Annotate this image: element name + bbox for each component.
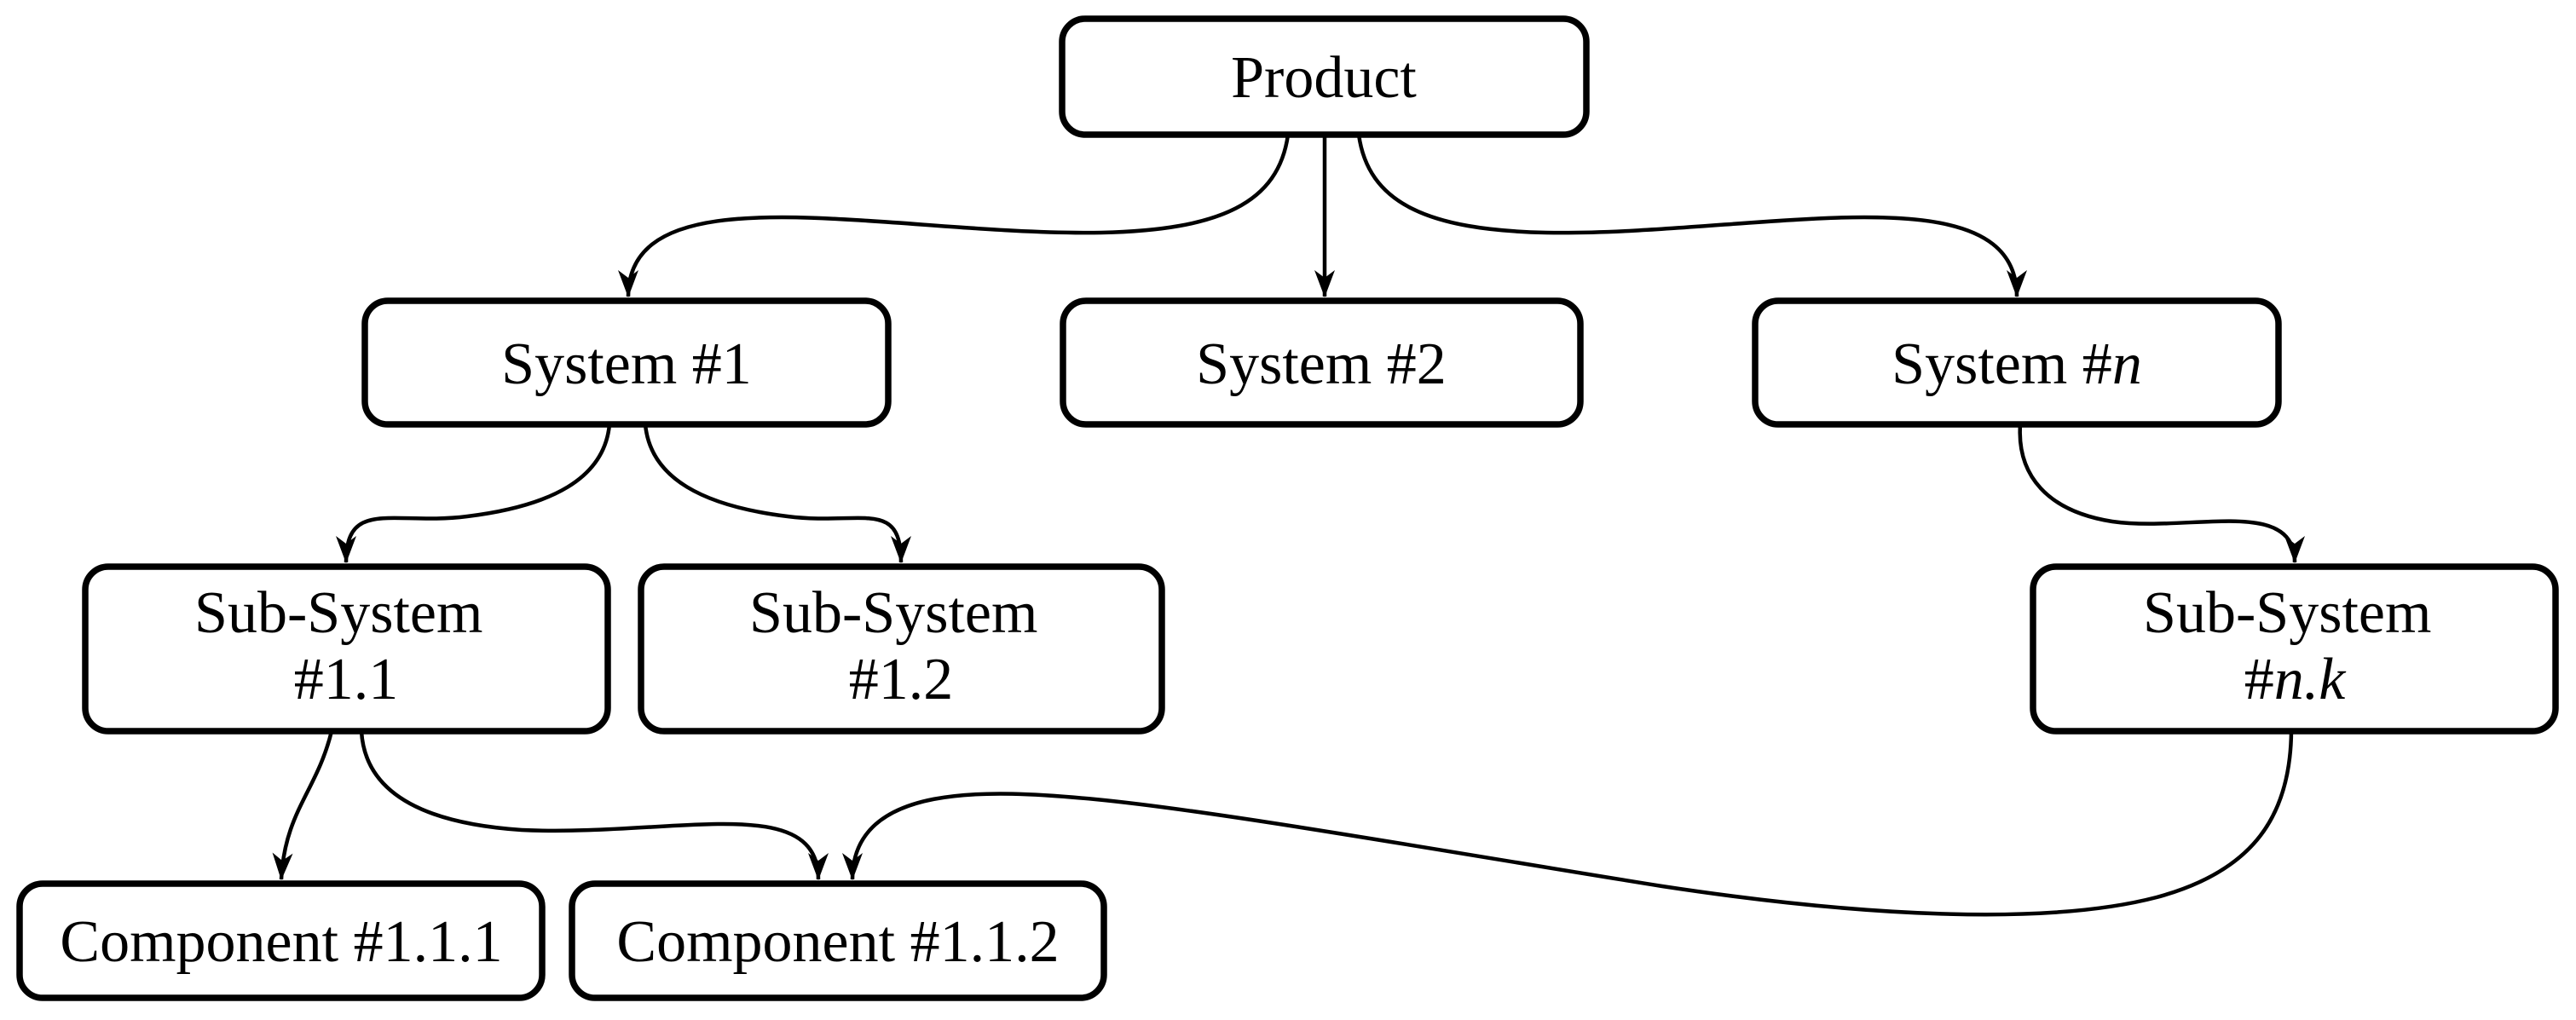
- node-systemN-label: System #n: [1892, 331, 2142, 397]
- node-component112: Component #1.1.2: [569, 880, 1107, 1001]
- node-subsystemNK: Sub-System #n.k: [2030, 563, 2559, 735]
- edge-system1-to-subsystem12: [643, 424, 911, 563]
- node-subsystem11-label: Sub-System #1.1: [194, 580, 498, 712]
- node-component111-box: [16, 880, 546, 1001]
- node-subsystem12: Sub-System #1.2: [638, 563, 1165, 735]
- node-subsystem12-label: Sub-System #1.2: [749, 580, 1053, 712]
- node-subsystemNK-label: Sub-System #n.k: [2143, 580, 2446, 712]
- node-product-box: [1059, 15, 1590, 138]
- edge-system1-to-subsystem11: [336, 424, 612, 563]
- node-system1-label: System #1: [501, 331, 752, 397]
- node-systemN: System #n: [1752, 297, 2282, 428]
- node-system2: System #2: [1060, 297, 1584, 428]
- node-system2-box: [1060, 297, 1584, 428]
- node-component111: Component #1.1.1: [16, 880, 546, 1001]
- node-system2-label: System #2: [1196, 331, 1447, 397]
- node-layer: Product System #1 System #2 System #n Su…: [16, 15, 2559, 1001]
- node-product: Product: [1059, 15, 1590, 138]
- node-subsystem11-box: [82, 563, 611, 735]
- edge-subsystem11-to-component112: [359, 730, 829, 880]
- node-subsystemNK-box: [2030, 563, 2559, 735]
- node-component112-label: Component #1.1.2: [616, 909, 1059, 975]
- node-subsystem12-box: [638, 563, 1165, 735]
- node-subsystem11: Sub-System #1.1: [82, 563, 611, 735]
- node-component112-box: [569, 880, 1107, 1001]
- edge-layer: [272, 134, 2305, 917]
- edge-subsystem11-to-component111: [272, 730, 334, 880]
- edge-systemN-to-subsystemNK: [2018, 424, 2305, 563]
- node-systemN-box: [1752, 297, 2282, 428]
- node-component111-label: Component #1.1.1: [60, 909, 502, 975]
- node-system1-box: [361, 297, 892, 428]
- node-product-label: Product: [1231, 45, 1417, 111]
- edge-product-to-system1: [618, 134, 1291, 297]
- node-system1: System #1: [361, 297, 892, 428]
- edge-product-to-systemN: [1356, 134, 2027, 297]
- edge-subsystemNK-to-component112: [842, 730, 2294, 917]
